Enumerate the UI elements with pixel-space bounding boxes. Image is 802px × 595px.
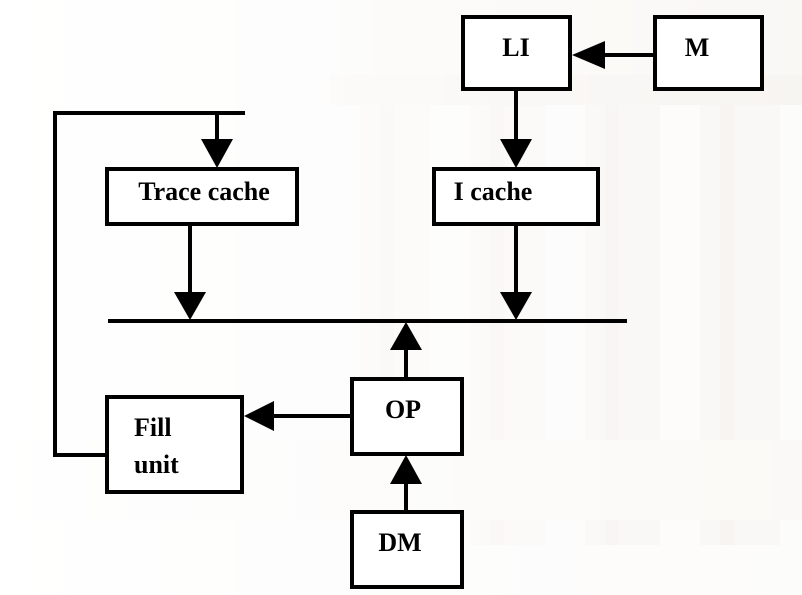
dm-box bbox=[350, 510, 464, 589]
fill-unit-label-line2: unit bbox=[134, 450, 179, 479]
feedback-to-trace-arrowhead bbox=[201, 139, 233, 168]
i-cache-label: I cache bbox=[454, 177, 533, 206]
fill-unit-feedback-line bbox=[53, 111, 245, 457]
l1-to-icache-arrowhead bbox=[500, 139, 532, 168]
op-to-fill-arrowhead bbox=[244, 401, 274, 431]
m-to-l1-arrowhead bbox=[572, 41, 605, 69]
i-cache-box bbox=[432, 167, 600, 226]
fill-unit-box bbox=[105, 395, 244, 494]
fill-unit-label-line1: Fill bbox=[134, 413, 172, 442]
l1-label: LI bbox=[502, 33, 529, 62]
op-to-bus-arrowhead bbox=[390, 322, 422, 350]
dm-label: DM bbox=[378, 528, 421, 557]
icache-to-bus-arrowhead bbox=[500, 292, 532, 320]
dm-to-op-arrowhead bbox=[390, 455, 422, 484]
trace-to-bus-arrowhead bbox=[174, 292, 206, 320]
m-label: M bbox=[685, 33, 710, 62]
trace-cache-label: Trace cache bbox=[138, 177, 270, 206]
trace-cache-box bbox=[105, 167, 299, 226]
op-label: OP bbox=[385, 395, 421, 424]
op-box bbox=[350, 377, 464, 456]
